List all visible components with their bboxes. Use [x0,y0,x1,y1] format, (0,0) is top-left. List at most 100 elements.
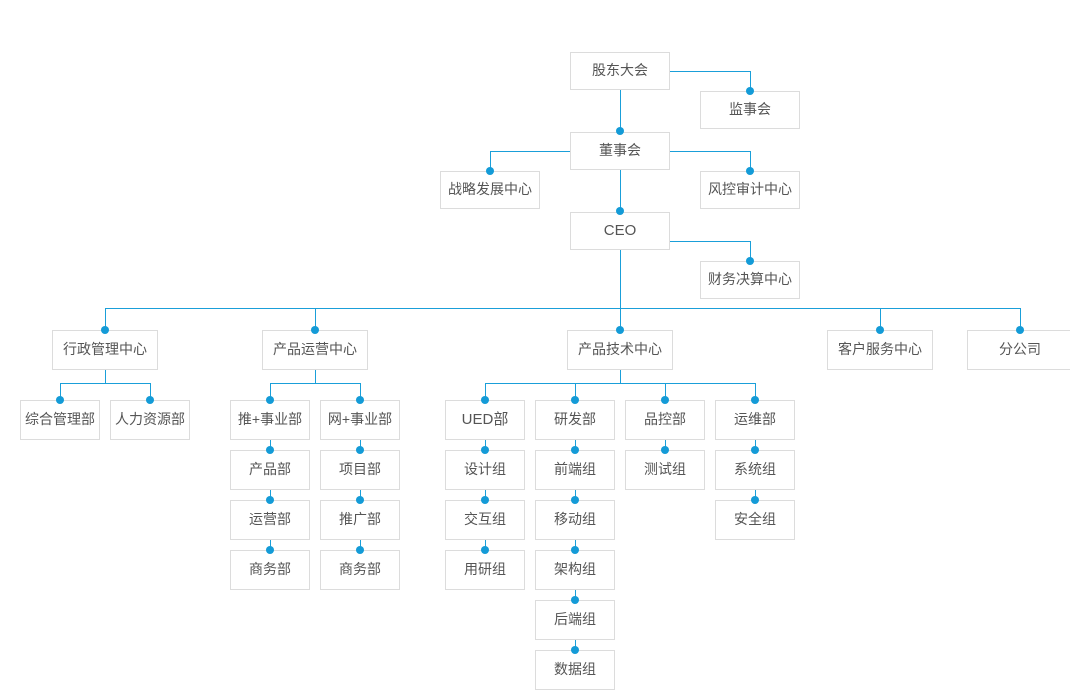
dot-ued-dept [481,396,489,404]
connector-architecture-to-backend-group [575,590,576,600]
connector-mobile-to-architecture-group [575,540,576,550]
node-finance-settlement-center[interactable]: 财务决算中心 [700,261,800,299]
connector-prodops-bus [270,383,360,384]
node-security-group[interactable]: 安全组 [715,500,795,540]
drop-ued-dept [485,383,486,400]
dot-general-management-dept [56,396,64,404]
node-architecture-group[interactable]: 架构组 [535,550,615,590]
dot-security-group [751,496,759,504]
drop-wang-business-unit [360,383,361,400]
dot-test-group [661,446,669,454]
node-admin-management-center[interactable]: 行政管理中心 [52,330,158,370]
node-system-group[interactable]: 系统组 [715,450,795,490]
node-operation-dept[interactable]: 运营部 [230,500,310,540]
node-project-dept[interactable]: 项目部 [320,450,400,490]
node-promotion-dept[interactable]: 推广部 [320,500,400,540]
dot-data-group [571,646,579,654]
drop-customer-service-center [880,308,881,330]
dot-frontend-group [571,446,579,454]
dot-promotion-dept [356,496,364,504]
node-product-operation-center[interactable]: 产品运营中心 [262,330,368,370]
dot-board-of-directors [616,127,624,135]
dot-supervisory-board [746,87,754,95]
dot-business-dept-right [356,546,364,554]
dot-admin-management-center [101,326,109,334]
connector-prodtech-bus [485,383,755,384]
connector-frontend-to-mobile-group [575,490,576,500]
node-product-tech-center[interactable]: 产品技术中心 [567,330,673,370]
connector-rd-to-frontend-group [575,440,576,450]
dot-product-tech-center [616,326,624,334]
node-customer-service-center[interactable]: 客户服务中心 [827,330,933,370]
main-distribution-bus [105,308,1020,309]
node-backend-group[interactable]: 后端组 [535,600,615,640]
connector-wang-to-project-dept [360,440,361,450]
dot-business-dept-left [266,546,274,554]
node-business-dept-right[interactable]: 商务部 [320,550,400,590]
node-wang-business-unit[interactable]: 网+事业部 [320,400,400,440]
node-shareholders-meeting[interactable]: 股东大会 [570,52,670,90]
connector-admin-bus [60,383,150,384]
dot-project-dept [356,446,364,454]
dot-system-group [751,446,759,454]
dot-rd-dept [571,396,579,404]
node-frontend-group[interactable]: 前端组 [535,450,615,490]
node-test-group[interactable]: 测试组 [625,450,705,490]
node-ops-dept[interactable]: 运维部 [715,400,795,440]
dot-risk-audit-center [746,167,754,175]
connector-board-to-strategy-horizontal [490,151,570,152]
node-mobile-group[interactable]: 移动组 [535,500,615,540]
connector-admin-stem [105,370,106,383]
dot-ops-dept [751,396,759,404]
connector-shareholders-to-supervisory-horizontal [670,71,750,72]
dot-human-resources-dept [146,396,154,404]
dot-customer-service-center [876,326,884,334]
node-general-management-dept[interactable]: 综合管理部 [20,400,100,440]
node-interaction-group[interactable]: 交互组 [445,500,525,540]
node-board-of-directors[interactable]: 董事会 [570,132,670,170]
drop-rd-dept [575,383,576,400]
connector-backend-to-data-group [575,640,576,650]
drop-human-resources-dept [150,383,151,400]
dot-wang-business-unit [356,396,364,404]
drop-admin-management-center [105,308,106,330]
drop-general-management-dept [60,383,61,400]
node-design-group[interactable]: 设计组 [445,450,525,490]
drop-product-operation-center [315,308,316,330]
connector-ops-to-system-group [755,440,756,450]
node-risk-audit-center[interactable]: 风控审计中心 [700,171,800,209]
connector-prodops-stem [315,370,316,383]
connector-ued-to-design-group [485,440,486,450]
node-business-dept-left[interactable]: 商务部 [230,550,310,590]
dot-qa-dept [661,396,669,404]
connector-tui-to-product-dept [270,440,271,450]
connector-qa-to-test-group [665,440,666,450]
node-human-resources-dept[interactable]: 人力资源部 [110,400,190,440]
connector-promotion-to-business-dept-right [360,540,361,550]
node-branch-company[interactable]: 分公司 [967,330,1070,370]
drop-qa-dept [665,383,666,400]
node-user-research-group[interactable]: 用研组 [445,550,525,590]
dot-interaction-group [481,496,489,504]
dot-product-operation-center [311,326,319,334]
connector-interaction-to-user-research-group [485,540,486,550]
node-ued-dept[interactable]: UED部 [445,400,525,440]
node-ceo[interactable]: CEO [570,212,670,250]
node-supervisory-board[interactable]: 监事会 [700,91,800,129]
node-product-dept[interactable]: 产品部 [230,450,310,490]
node-strategy-development-center[interactable]: 战略发展中心 [440,171,540,209]
dot-architecture-group [571,546,579,554]
dot-user-research-group [481,546,489,554]
connector-design-to-interaction-group [485,490,486,500]
dot-design-group [481,446,489,454]
dot-ceo [616,207,624,215]
node-data-group[interactable]: 数据组 [535,650,615,690]
node-qa-dept[interactable]: 品控部 [625,400,705,440]
drop-ops-dept [755,383,756,400]
drop-product-tech-center [620,308,621,330]
node-rd-dept[interactable]: 研发部 [535,400,615,440]
connector-board-to-ceo [620,170,621,211]
drop-branch-company [1020,308,1021,330]
node-tui-business-unit[interactable]: 推+事业部 [230,400,310,440]
